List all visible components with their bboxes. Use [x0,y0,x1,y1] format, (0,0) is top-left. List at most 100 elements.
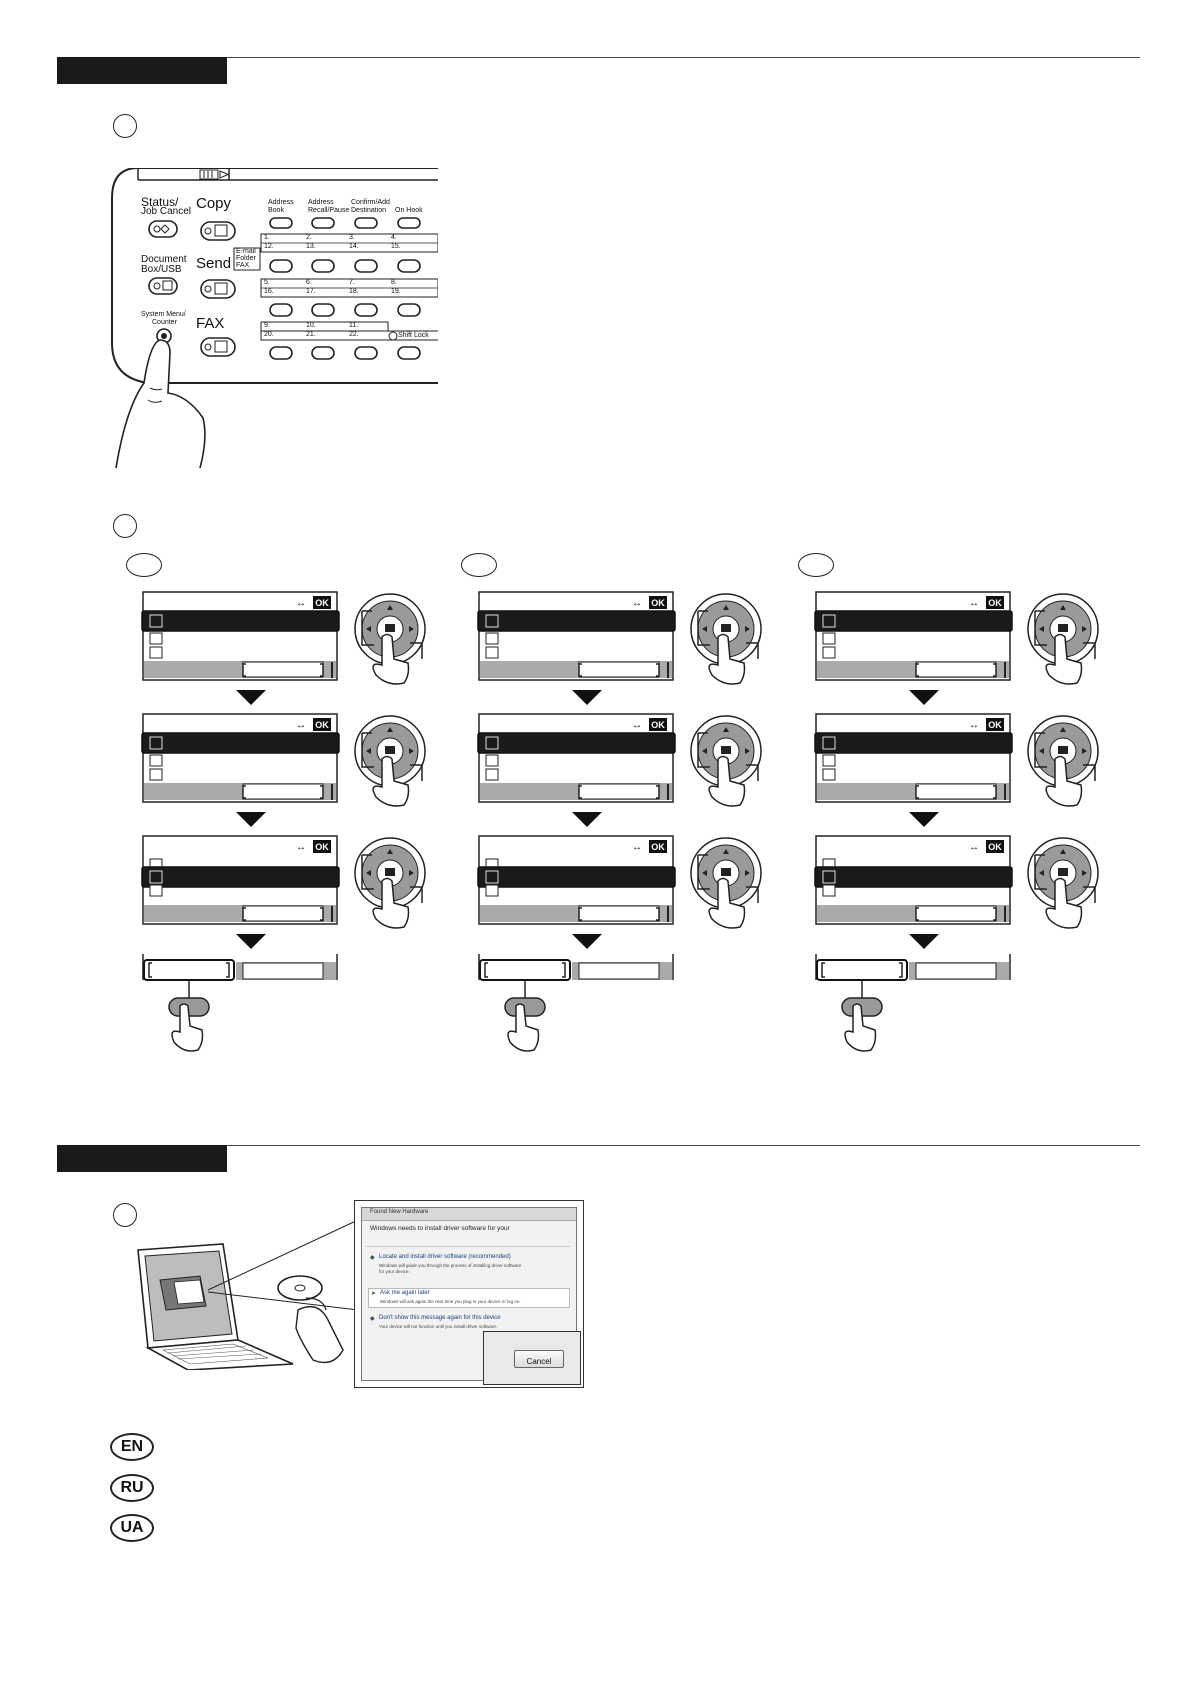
down-arrow-icon [387,892,393,897]
lcd-softkey [578,905,660,922]
lcd-checkbox [485,646,499,659]
lcd-step-screen: OK↔ [477,713,762,807]
lcd-softkey [242,905,324,922]
right-softkey-bar [236,962,336,980]
onetouch-18: 18. [349,288,359,295]
lcd-softkey-brackets [915,907,997,921]
ok-key [376,737,404,765]
up-arrow-icon [387,727,393,732]
navigation-ring [697,722,755,780]
navigation-pad [690,837,762,909]
ok-key-icon [385,624,395,632]
onetouch-6: 6. [306,279,312,286]
lcd-softkey [915,661,997,678]
lcd-softkey-brackets [915,663,997,677]
flow-arrow-shape [909,812,939,827]
option-locate-desc-2: for your device. [379,1269,410,1274]
flow-arrow-down [909,934,939,949]
ok-key-icon [721,868,731,876]
lcd-checkbox [485,858,499,871]
down-arrow-icon [723,892,729,897]
down-arrow-icon [1060,770,1066,775]
lcd-softkey-bar [480,905,672,922]
pointing-hand-icon [1045,633,1083,685]
dialog-title: Found New Hardware [370,1209,429,1215]
ok-key-icon [385,868,395,876]
pointing-hand-icon [507,1003,540,1052]
sub-step-marker-a [126,553,162,577]
step-2-marker [113,514,137,538]
ok-icon [313,596,331,609]
lcd-checkbox [822,754,836,767]
callout-bracket [697,854,759,903]
cancel-button[interactable]: Cancel [514,1350,564,1368]
navigation-pad [690,593,762,665]
ok-key [1049,615,1077,643]
nav-arrows-icon: ↔ [632,720,642,731]
lcd-screen-frame [478,835,674,925]
lcd-softkey [915,783,997,800]
shield-icon: ◆ [370,1316,375,1322]
navigation-ring [361,600,419,658]
option-locate[interactable]: ◆ Locate and install driver software (re… [370,1254,570,1280]
onetouch-14: 14. [349,243,359,250]
lcd-checkbox [149,632,163,645]
ok-icon [649,718,667,731]
lcd-checkbox [822,870,836,884]
onetouch-22: 22. [349,331,359,338]
right-arrow-icon [745,748,750,754]
down-arrow-icon [1060,892,1066,897]
lcd-selected-row [141,732,340,754]
ok-key [376,859,404,887]
ok-icon [986,718,1004,731]
lcd-selected-row [141,610,340,632]
left-arrow-icon [1039,748,1044,754]
lcd-checkbox [485,736,499,750]
lcd-softkey [915,905,997,922]
lcd-final-softkeys [478,954,674,1052]
onetouch-16: 16. [264,288,274,295]
lcd-softkey-brackets [242,785,324,799]
down-arrow-icon [1060,648,1066,653]
lcd-step-screen: OK↔ [141,591,426,685]
lcd-screen-frame [142,591,338,681]
left-softkey-highlight [816,959,908,981]
lcd-softkey [242,783,324,800]
onetouch-2: 2. [306,234,312,241]
lcd-checkbox [822,614,836,628]
lcd-checkbox [485,632,499,645]
nav-arrows-icon: ↔ [969,720,979,731]
section-header-1 [57,57,227,84]
lcd-checkbox [149,858,163,871]
right-softkey [242,962,324,980]
option-ask-later-desc: Windows will ask again the next time you… [380,1299,521,1304]
ok-icon [649,596,667,609]
option-ask-later[interactable]: ➤ Ask me again later Windows will ask ag… [368,1288,570,1308]
nav-arrows-icon: ↔ [632,598,642,609]
left-arrow-icon [702,626,707,632]
option-dont-show[interactable]: ◆ Don't show this message again for this… [370,1315,570,1333]
onetouch-19: 19. [391,288,401,295]
lcd-selected-row [141,866,340,888]
ok-icon [313,840,331,853]
dialog-heading: Windows needs to install driver software… [370,1225,510,1232]
shift-lock-label: Shift Lock [398,332,429,339]
down-arrow-icon [387,770,393,775]
callout-bracket [1034,732,1096,781]
flow-arrow-shape [572,934,602,949]
system-menu-label-2: Counter [152,319,177,326]
lcd-softkey-brackets [578,785,660,799]
lcd-step-screen: OK↔ [814,591,1099,685]
lcd-selected-row [814,610,1013,632]
navigation-pad [354,837,426,909]
ok-label: OK [315,598,329,608]
cancel-button-label: Cancel [526,1357,552,1366]
navigation-pad [354,715,426,787]
navigation-ring [361,722,419,780]
lcd-checkbox [822,632,836,645]
top-button-label-1a: Address [268,199,294,206]
sub-step-marker-b [461,553,497,577]
lcd-step-screen: OK↔ [814,835,1099,929]
lcd-softkey [578,661,660,678]
right-arrow-icon [409,626,414,632]
